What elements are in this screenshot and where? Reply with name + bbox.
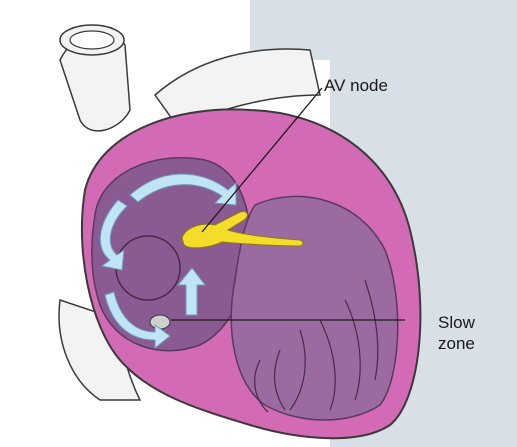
- slow-zone-label-line1: Slow: [438, 313, 475, 333]
- slow-zone-marker: [150, 315, 170, 329]
- slow-zone-label-line2: zone: [438, 334, 475, 354]
- av-node-label: AV node: [324, 76, 388, 96]
